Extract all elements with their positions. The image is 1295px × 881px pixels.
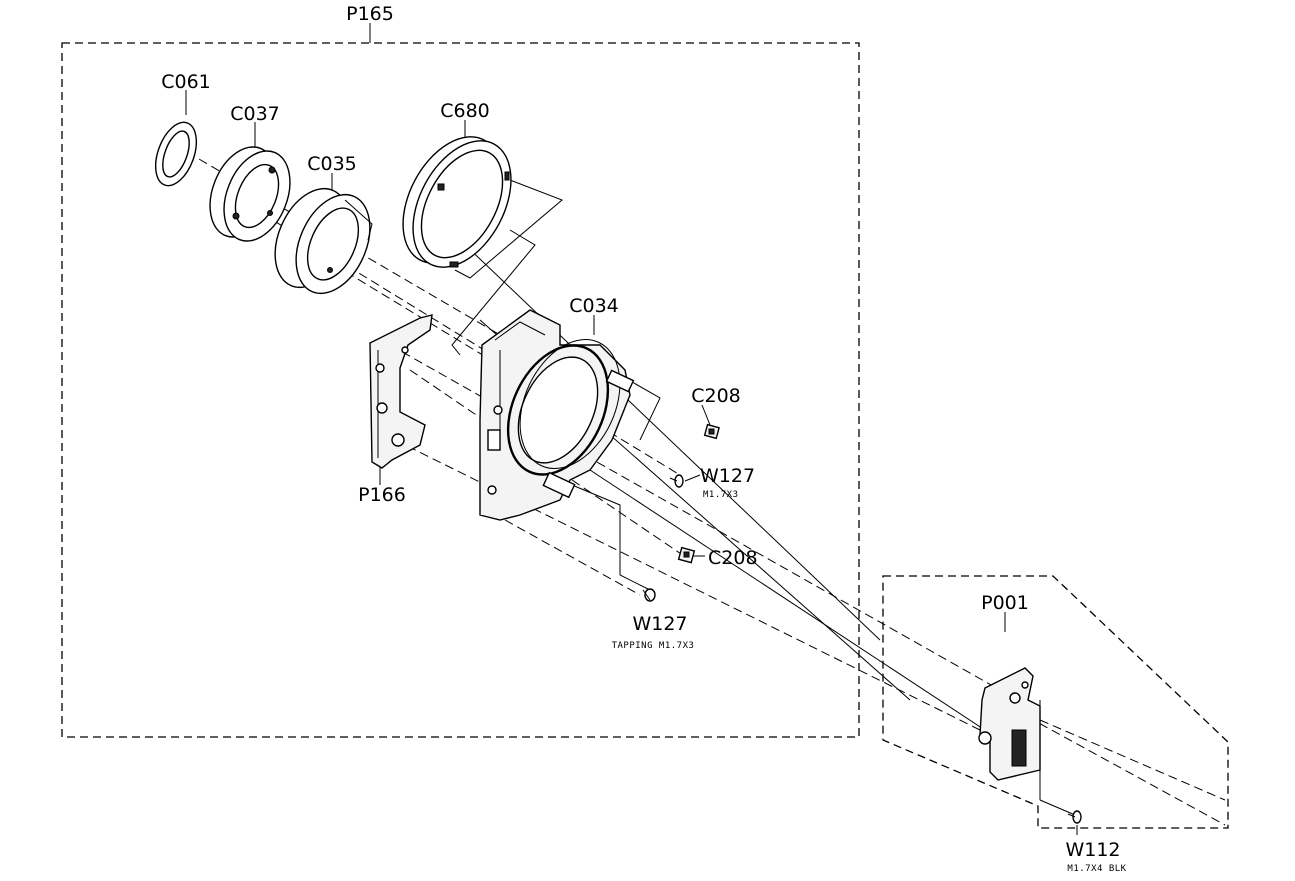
label-w127-bottom: W127	[632, 613, 687, 635]
label-w127-right-spec: M1.7X3	[703, 490, 739, 500]
part-w112-screw	[1067, 810, 1082, 824]
part-c061-ring	[154, 121, 198, 187]
part-w127-bottom-screw	[642, 588, 656, 602]
label-p166: P166	[358, 484, 406, 506]
label-w112: W112	[1065, 839, 1120, 861]
part-c680-large-ring	[402, 136, 512, 268]
part-c037-lens-ring	[209, 146, 291, 242]
label-c035: C035	[307, 153, 357, 175]
label-c037: C037	[230, 103, 280, 125]
label-c061: C061	[161, 71, 211, 93]
part-w127-right-screw	[669, 474, 684, 488]
label-c034: C034	[569, 295, 619, 317]
label-w112-spec: M1.7X4 BLK	[1067, 864, 1126, 874]
label-w127-right: W127	[700, 465, 755, 487]
label-c680: C680	[440, 100, 490, 122]
part-c208-top-nut	[703, 423, 720, 440]
label-p165: P165	[346, 3, 394, 25]
part-c208-bottom-nut	[677, 546, 696, 564]
p001-group-frame	[882, 575, 1229, 829]
leader-lines	[185, 90, 1078, 835]
p165-group-frame	[61, 23, 860, 738]
part-p166-side-plate	[369, 314, 433, 469]
label-w127-bottom-spec: TAPPING M1.7X3	[612, 641, 695, 651]
label-c208-bottom: C208	[708, 547, 758, 569]
part-c034-main-housing	[479, 309, 635, 521]
part-p001-circuit-board	[978, 667, 1041, 781]
part-c035-barrel-ring	[274, 187, 373, 295]
label-c208-top: C208	[691, 385, 741, 407]
label-p001: P001	[981, 592, 1029, 614]
